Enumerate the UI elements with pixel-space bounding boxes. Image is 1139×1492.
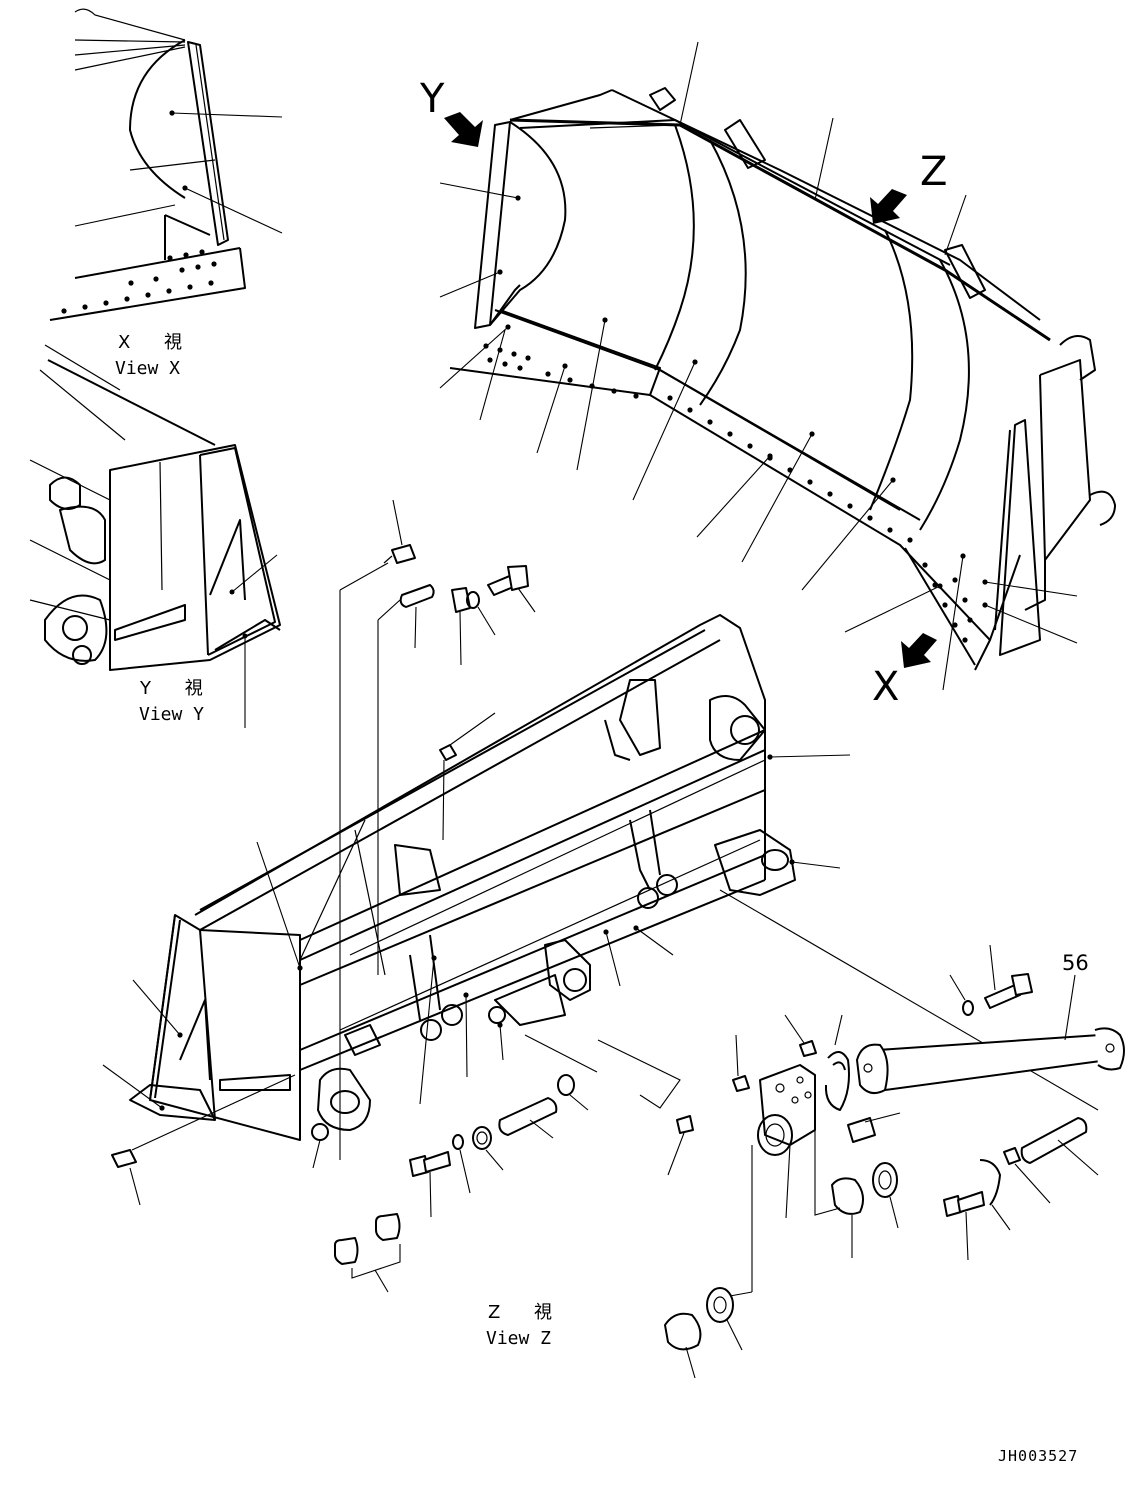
view-x-caption-en: View X (115, 358, 180, 379)
part-number-56: 56 (1062, 951, 1089, 975)
view-arrow-y: Y (419, 76, 483, 147)
view-x-letter: X (872, 664, 899, 710)
view-x-caption-jp: X 視 (118, 332, 196, 353)
view-z-caption-en: View Z (486, 1328, 551, 1349)
view-z-caption-jp: Z 視 (488, 1302, 566, 1323)
view-x-detail: X 視 View X (50, 9, 282, 379)
view-arrow-x: X (872, 633, 937, 710)
view-z-letter: Z (920, 149, 947, 195)
bucket-assembly (440, 42, 1115, 690)
view-y-letter: Y (419, 76, 445, 122)
view-arrow-z: Z (870, 149, 947, 224)
hardware-center-cluster (335, 1035, 693, 1292)
drawing-code: JH003527 (998, 1447, 1078, 1465)
hardware-right-cluster: 56 (665, 890, 1124, 1378)
view-y-detail: Y 視 View Y (30, 345, 280, 728)
hardware-left-cluster (112, 500, 535, 1205)
view-y-caption-en: View Y (139, 704, 204, 725)
view-z-label: Z 視 View Z (486, 1302, 566, 1349)
main-frame-view-z (103, 615, 850, 1168)
view-y-caption-jp: Y 視 (139, 678, 217, 699)
